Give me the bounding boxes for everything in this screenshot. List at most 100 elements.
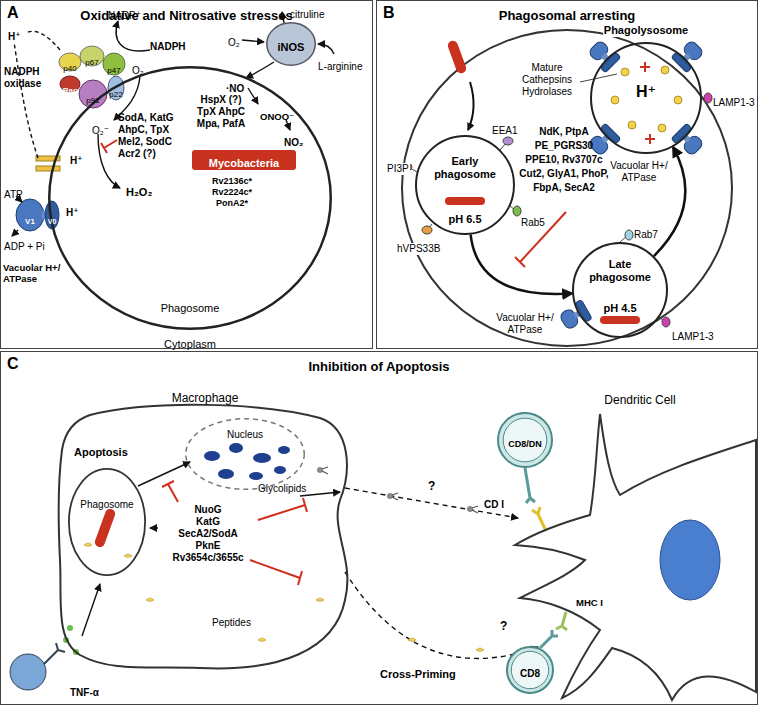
text-label: Inhibition of Apoptosis bbox=[308, 359, 449, 375]
late-phagosome: Late phagosome pH 4.5 bbox=[572, 242, 668, 338]
text-label: Rab5 bbox=[521, 217, 545, 229]
bacilli bbox=[93, 39, 640, 548]
illustration-part bbox=[662, 317, 670, 327]
text-holder: H₂O₂ bbox=[126, 182, 152, 200]
text-label: iNOS bbox=[278, 41, 305, 54]
illustration-part bbox=[316, 598, 324, 602]
panel: C Inhibition of ApoptosisMacrophageNucleu… bbox=[1, 352, 757, 704]
illustration-part bbox=[661, 66, 669, 74]
text-label: H⁺ bbox=[70, 155, 83, 167]
text-label: A bbox=[7, 3, 19, 22]
text-label: ADP + Pi bbox=[4, 241, 45, 253]
text-holder: Macrophage bbox=[150, 388, 260, 406]
illustration-part bbox=[408, 638, 416, 642]
chromatin bbox=[204, 443, 290, 480]
text-label: ·NO bbox=[226, 83, 244, 95]
text-holder: Dendritic Cell bbox=[590, 390, 690, 408]
phagosome-membrane: PhagosomeMycobacteria bbox=[48, 66, 332, 330]
text-label: Rv2136c* Rv2224c* PonA2* bbox=[202, 176, 262, 209]
illustration-part bbox=[446, 39, 467, 74]
text-holder: C bbox=[7, 354, 19, 373]
text-holder: CD8/DN bbox=[497, 433, 553, 451]
illustration-part bbox=[556, 612, 567, 630]
node-shape bbox=[185, 418, 305, 490]
text-holder: Nucleus bbox=[215, 424, 275, 442]
illustration-part bbox=[621, 68, 629, 76]
text-label: p91 bbox=[86, 96, 99, 106]
node-shape bbox=[572, 242, 668, 338]
illustration-part bbox=[532, 507, 546, 531]
node-outline bbox=[511, 651, 548, 688]
node-outline bbox=[498, 413, 552, 467]
illustration-part bbox=[515, 212, 566, 267]
text-label: LAMP1-3 bbox=[713, 97, 755, 109]
text-holder: PI3P bbox=[386, 158, 410, 176]
text-label: O₂ bbox=[228, 37, 240, 49]
leader-line bbox=[580, 74, 617, 82]
illustration-part bbox=[476, 648, 484, 652]
text-holder: Early phagosome bbox=[431, 155, 499, 182]
illustration-part bbox=[628, 121, 636, 129]
t-cell: CD8/DN bbox=[497, 412, 553, 468]
illustration-part bbox=[274, 466, 286, 474]
text-holder: L-arginine bbox=[318, 56, 362, 74]
inhibition-marks bbox=[101, 140, 566, 585]
text-holder: Cytoplasm bbox=[150, 334, 230, 352]
text-label: NADP⁺ bbox=[108, 10, 141, 22]
text-holder: HspX (?) TpX AhpC Mpa, PafA bbox=[196, 94, 246, 131]
text-label: C bbox=[7, 354, 19, 373]
text-label: ATP bbox=[4, 189, 23, 201]
text-holder: ADP + Pi bbox=[4, 236, 45, 254]
text-label: V1 bbox=[25, 217, 35, 227]
text-label: NADPH oxidase bbox=[4, 66, 56, 90]
text-label: H⁺ bbox=[66, 207, 79, 219]
text-holder: EEA1 bbox=[492, 120, 518, 138]
node-outline bbox=[573, 243, 667, 337]
text-holder: p47 bbox=[102, 59, 126, 77]
text-holder: p67 bbox=[80, 51, 104, 69]
transition-arrow bbox=[471, 235, 573, 294]
text-holder: Vacuolar H+/ ATPase bbox=[606, 160, 672, 185]
text-label: V0 bbox=[48, 218, 57, 226]
text-holder: H⁺ bbox=[8, 26, 21, 44]
illustration-part bbox=[445, 197, 485, 205]
peptides bbox=[84, 543, 484, 652]
illustration-part bbox=[422, 226, 432, 234]
text-holder: Cross-Priming bbox=[380, 664, 456, 682]
text-label: pH 4.5 bbox=[603, 302, 636, 315]
text-label: p67 bbox=[85, 58, 98, 68]
text-label: TNF-α bbox=[70, 687, 99, 699]
text-holder: Rab7 bbox=[634, 224, 658, 242]
text-holder: ATP bbox=[4, 184, 23, 202]
illustration-part bbox=[116, 21, 150, 51]
text-label: citruline bbox=[290, 9, 324, 21]
illustration-part bbox=[246, 62, 274, 78]
tnf-source bbox=[10, 625, 79, 690]
text-label: L-arginine bbox=[318, 61, 362, 73]
illustration-part bbox=[345, 572, 538, 658]
text-label: Late phagosome bbox=[586, 258, 654, 284]
reaction-arrows bbox=[12, 12, 334, 236]
text-holder: V1 bbox=[22, 210, 38, 228]
illustration-part bbox=[93, 507, 116, 548]
text-holder: Apoptosis bbox=[74, 442, 128, 460]
text-label: Rac bbox=[63, 86, 78, 96]
panel: AOxidative and Nitrosative stressesPhago… bbox=[1, 1, 372, 348]
text-label: Macrophage bbox=[172, 391, 239, 405]
text-label: p40 bbox=[63, 64, 76, 74]
illustration-part bbox=[249, 472, 263, 480]
text-label: LAMP1-3 bbox=[672, 331, 714, 343]
text-label: Cytoplasm bbox=[164, 338, 216, 351]
text-label: EEA1 bbox=[492, 125, 518, 137]
text-label: hVPS33B bbox=[396, 243, 441, 255]
illustration-part bbox=[253, 453, 271, 463]
node-outline bbox=[69, 469, 145, 575]
text-holder: NuoG KatG SecA2/SodA PknE Rv3654c/3655c bbox=[160, 504, 256, 565]
illustration-part bbox=[242, 40, 264, 42]
text-holder: NADP⁺ bbox=[108, 5, 141, 23]
illustration-part bbox=[44, 643, 65, 664]
text-holder: SodA, KatG AhpC, TpX Mel2, SodC Acr2 (?) bbox=[118, 112, 184, 161]
text-holder: TNF-α bbox=[70, 682, 99, 700]
nucleus: Nucleus bbox=[185, 418, 305, 490]
